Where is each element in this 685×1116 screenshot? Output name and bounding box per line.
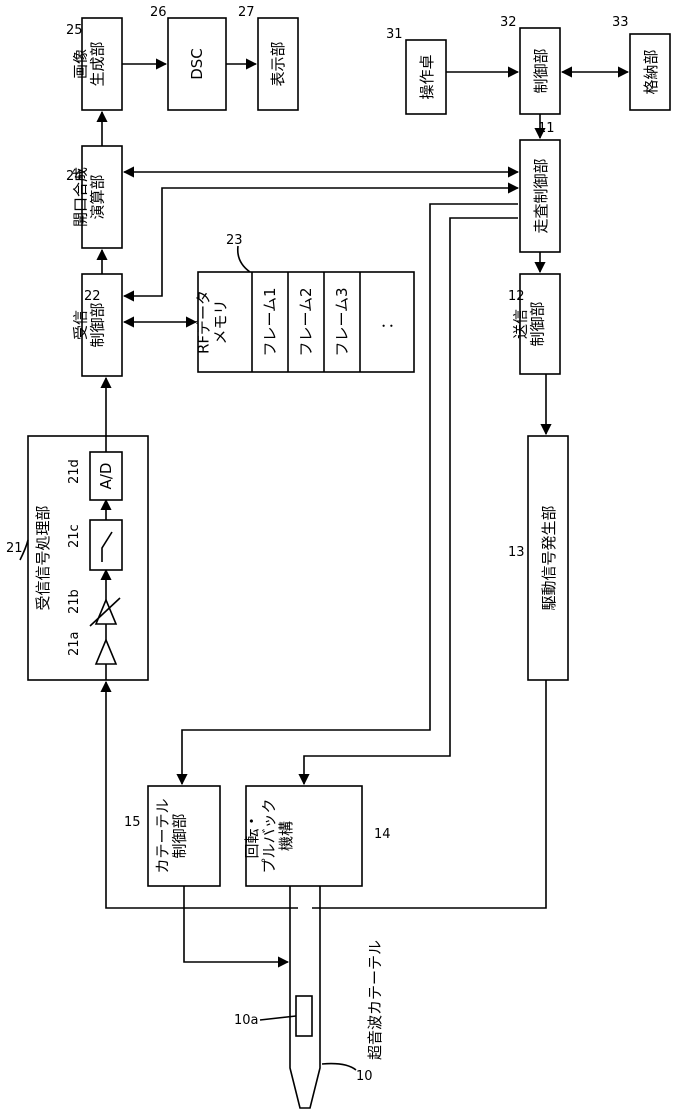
block-12-label: 送信制御部 <box>512 301 547 346</box>
frame-1-label: フレーム1 <box>261 287 279 356</box>
block-rf-data-memory: RFデータメモリ フレーム1 フレーム2 フレーム3 ： 23 <box>195 233 415 372</box>
transducer-label: 10a <box>234 1013 259 1028</box>
block-33-number: 33 <box>612 15 629 30</box>
frame-ellipsis: ： <box>378 314 396 329</box>
block-rotation-pullback: 回転・プルバック機構 14 <box>243 786 391 886</box>
block-13-number: 13 <box>508 545 525 560</box>
block-32-number: 32 <box>500 15 517 30</box>
block-receive-control: 受信制御部 22 <box>72 274 123 376</box>
block-31-label: 操作卓 <box>418 54 436 99</box>
frame-3-label: フレーム3 <box>333 287 351 356</box>
catheter-number: 10 <box>356 1069 373 1084</box>
block-22-number: 22 <box>84 289 101 304</box>
block-aperture-synthesis: 開口合成演算部 24 <box>66 146 122 248</box>
transducer-10a <box>296 996 312 1036</box>
block-dsc: DSC 26 <box>150 5 226 110</box>
block-scan-control: 走査制御部 11 <box>520 121 560 252</box>
block-console: 操作卓 31 <box>386 27 446 114</box>
block-12-number: 12 <box>508 289 525 304</box>
block-33-label: 格納部 <box>642 49 660 94</box>
rf-memory-title: RFデータメモリ <box>195 290 230 354</box>
block-23-number: 23 <box>226 233 243 248</box>
block-catheter-control: カテーテル制御部 15 <box>124 786 220 886</box>
block-27-label: 表示部 <box>269 41 287 86</box>
block-image-generation: 画像生成部 25 <box>66 18 122 110</box>
block-26-number: 26 <box>150 5 167 20</box>
frame-2-label: フレーム2 <box>297 287 315 356</box>
block-25-number: 25 <box>66 23 83 38</box>
block-26-label: DSC <box>188 48 206 80</box>
block-31-number: 31 <box>386 27 403 42</box>
block-drive-signal: 駆動信号発生部 13 <box>508 436 568 680</box>
block-controller: 制御部 32 <box>500 15 560 114</box>
label-21c: 21c <box>67 524 82 548</box>
block-display: 表示部 27 <box>238 5 298 110</box>
block-24-number: 24 <box>66 169 83 184</box>
catheter-label: 超音波カテーテル <box>366 940 384 1060</box>
block-11-label: 走査制御部 <box>532 158 550 233</box>
block-21-number: 21 <box>6 541 23 556</box>
block-15-number: 15 <box>124 815 141 830</box>
block-storage: 格納部 33 <box>612 15 670 110</box>
label-21a: 21a <box>67 631 82 656</box>
filter-21c <box>90 520 122 570</box>
block-transmit-control: 送信制御部 12 <box>508 274 560 374</box>
block-25-label: 画像生成部 <box>72 41 107 86</box>
block-27-number: 27 <box>238 5 255 20</box>
block-13-label: 駆動信号発生部 <box>540 505 558 610</box>
block-22-label: 受信制御部 <box>72 302 107 347</box>
label-21b: 21b <box>67 589 82 614</box>
block-21-label: 受信信号処理部 <box>34 505 52 610</box>
block-32-label: 制御部 <box>532 48 550 93</box>
block-14-number: 14 <box>374 827 391 842</box>
block-receive-signal-processing: 受信信号処理部 21 A/D 21a 21b 21c 21d <box>6 436 148 680</box>
ultrasound-catheter: 10a 10 超音波カテーテル <box>234 886 384 1108</box>
ad-label: A/D <box>97 463 115 490</box>
label-21d: 21d <box>67 459 82 484</box>
